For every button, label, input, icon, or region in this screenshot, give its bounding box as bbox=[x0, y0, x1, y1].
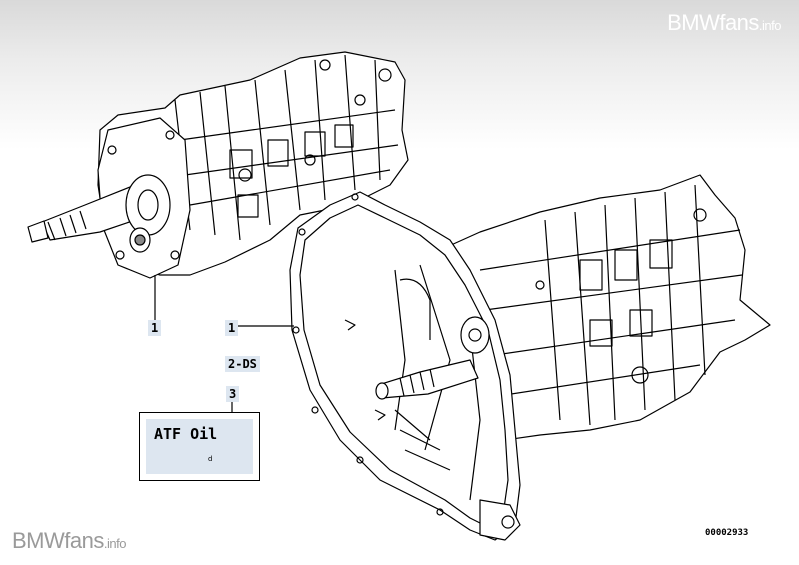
label-small-text: d bbox=[208, 455, 213, 463]
part-number: 00002933 bbox=[705, 528, 749, 538]
callout-item-1-upper[interactable]: 1 bbox=[148, 320, 162, 336]
callout-item-3[interactable]: 3 bbox=[226, 386, 240, 402]
callout-item-1-lower[interactable]: 1 bbox=[225, 320, 239, 336]
upper-transmission bbox=[27, 51, 409, 279]
watermark-top: BMWfans.info bbox=[667, 10, 781, 35]
callout-item-2-ds[interactable]: 2-DS bbox=[225, 356, 260, 372]
label-inner: ATF Oil d bbox=[146, 419, 253, 474]
lower-transmission bbox=[289, 174, 771, 541]
atf-oil-label: ATF Oil d bbox=[139, 412, 260, 481]
label-text: ATF Oil bbox=[154, 425, 218, 443]
watermark-bottom: BMWfans.info bbox=[12, 528, 126, 553]
